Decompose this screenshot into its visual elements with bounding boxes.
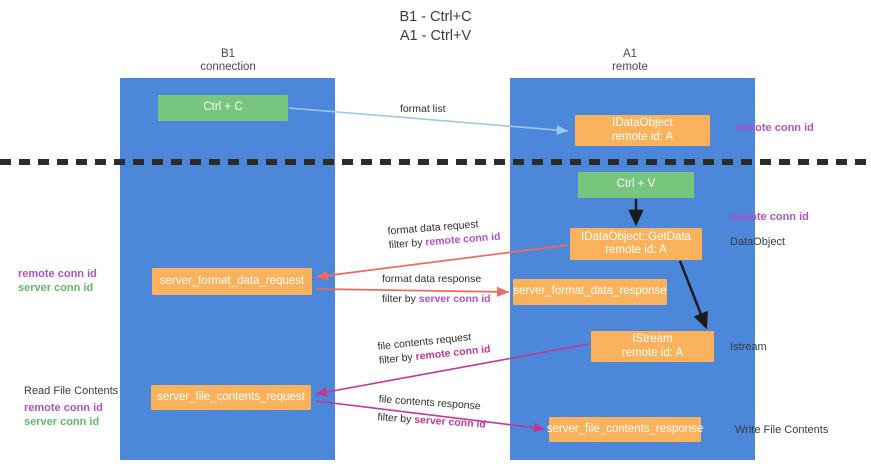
annotation-remote-conn-id-top-text: remote conn id xyxy=(735,122,814,134)
node-idataobject-getdata[interactable]: IDataObject::GetData remote id: A xyxy=(570,228,702,260)
annotation-dataobject-text: DataObject xyxy=(730,236,786,248)
edge-label-file-contents-response-filter-key: server conn id xyxy=(413,413,487,431)
node-server-format-data-request[interactable]: server_format_data_request xyxy=(152,268,312,295)
edge-label-file-contents-response-filter-prefix: filter by xyxy=(377,411,415,426)
edge-label-format-data-response-filter-key: server conn id xyxy=(418,293,491,305)
title-line-1: B1 - Ctrl+C xyxy=(399,9,472,25)
annotation-left-server-conn-id-bottom: server conn id xyxy=(24,415,100,428)
annotation-read-file-contents: Read File Contents xyxy=(24,385,118,399)
annotation-left-conn-ids-bottom: remote conn id server conn id xyxy=(24,402,103,429)
node-server-format-data-response[interactable]: server_format_data_response xyxy=(513,279,667,305)
title-line-2: A1 - Ctrl+V xyxy=(399,28,472,44)
annotation-read-file-contents-text: Read File Contents xyxy=(24,385,119,397)
lane-header-a1-name: A1 xyxy=(622,48,638,60)
node-ctrl-v[interactable]: Ctrl + V xyxy=(578,172,694,198)
edge-label-format-data-response: format data response filter by server co… xyxy=(382,272,491,306)
edge-label-format-data-request-filter-prefix: filter by xyxy=(388,236,426,252)
node-istream-label: IStream xyxy=(632,333,673,345)
lane-header-a1-role: remote xyxy=(612,61,648,73)
annotation-remote-conn-id-mid-text: remote conn id xyxy=(730,211,809,223)
annotation-write-file-contents: Write File Contents xyxy=(735,424,828,438)
page-title: B1 - Ctrl+C A1 - Ctrl+V xyxy=(0,8,871,46)
annotation-left-remote-conn-id-bottom: remote conn id xyxy=(24,402,103,414)
node-server-format-data-response-label: server_format_data_response xyxy=(513,285,667,298)
edge-label-format-data-request: format data request filter by remote con… xyxy=(387,216,501,253)
node-idataobject[interactable]: IDataObject remote id: A xyxy=(575,115,710,146)
annotation-write-file-contents-text: Write File Contents xyxy=(735,424,829,436)
edge-label-file-contents-request-filter-prefix: filter by xyxy=(378,351,417,367)
node-ctrl-c-label: Ctrl + C xyxy=(203,101,243,114)
annotation-left-conn-ids: remote conn id server conn id xyxy=(18,268,97,295)
annotation-left-server-conn-id: server conn id xyxy=(18,281,94,294)
lane-header-b1: B1 connection xyxy=(150,48,306,74)
node-istream[interactable]: IStream remote id: A xyxy=(591,331,714,362)
edge-label-file-contents-request: file contents request filter by remote c… xyxy=(377,328,491,368)
node-server-format-data-request-label: server_format_data_request xyxy=(159,274,305,287)
node-ctrl-c[interactable]: Ctrl + C xyxy=(158,95,288,121)
edge-label-format-list-text: format list xyxy=(400,103,446,115)
annotation-left-remote-conn-id: remote conn id xyxy=(18,268,97,280)
node-idataobject-sublabel: remote id: A xyxy=(611,130,674,143)
node-ctrl-v-label: Ctrl + V xyxy=(616,178,656,191)
edge-label-file-contents-response: file contents response filter by server … xyxy=(377,392,488,431)
node-idataobject-label: IDataObject xyxy=(612,117,673,129)
annotation-remote-conn-id-top: remote conn id xyxy=(735,122,814,136)
phase-divider xyxy=(0,159,871,165)
node-server-file-contents-response[interactable]: server_file_contents_response xyxy=(546,417,704,442)
edge-label-format-data-response-filter-prefix: filter by xyxy=(382,293,419,305)
edge-label-format-data-response-text: format data response xyxy=(382,273,482,285)
lane-header-b1-role: connection xyxy=(200,61,256,73)
node-server-file-contents-request-label: server_file_contents_request xyxy=(157,390,305,403)
annotation-istream: Istream xyxy=(730,341,767,355)
annotation-istream-text: Istream xyxy=(730,341,767,353)
node-istream-sublabel: remote id: A xyxy=(621,346,684,359)
lane-header-b1-name: B1 xyxy=(220,48,236,60)
node-idataobject-getdata-sublabel: remote id: A xyxy=(605,244,667,256)
annotation-dataobject: DataObject xyxy=(730,236,785,250)
annotation-remote-conn-id-mid: remote conn id xyxy=(730,211,809,225)
lane-header-a1: A1 remote xyxy=(552,48,708,74)
node-server-file-contents-response-label: server_file_contents_response xyxy=(546,422,704,435)
node-idataobject-getdata-label: IDataObject::GetData xyxy=(581,230,691,243)
edge-label-format-list: format list xyxy=(400,102,446,116)
node-server-file-contents-request[interactable]: server_file_contents_request xyxy=(151,385,311,410)
